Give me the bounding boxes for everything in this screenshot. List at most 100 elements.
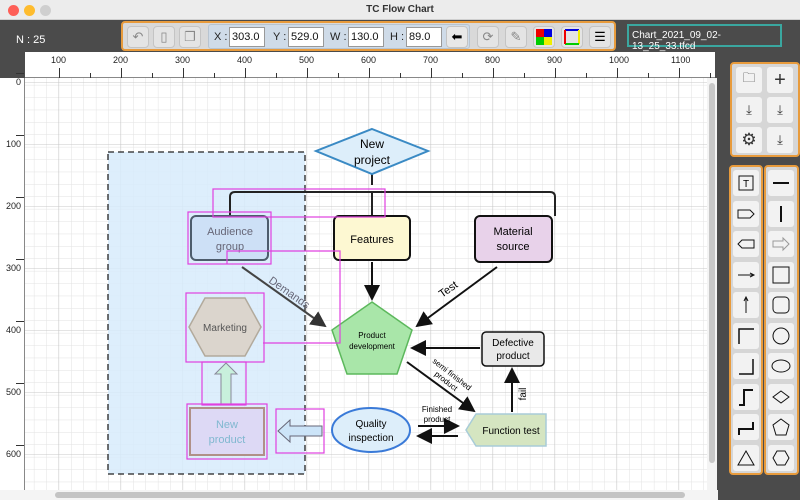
left-arrow-shape[interactable]	[277, 418, 323, 444]
audience-group-node[interactable]: Audience group	[190, 215, 269, 261]
ruler-tick	[617, 68, 618, 78]
hexagon-tool[interactable]	[768, 444, 794, 471]
y-input[interactable]: 529.0	[288, 27, 324, 47]
vertical-line-icon	[780, 205, 782, 222]
ruler-tick	[586, 73, 587, 78]
geometry-fields: X : 303.0 Y : 529.0 W : 130.0 H : 89.0 ⬅	[208, 24, 470, 49]
edit-button[interactable]: ✎	[505, 26, 527, 48]
menu-icon: ☰	[594, 29, 606, 44]
close-window-button[interactable]	[8, 5, 19, 16]
vertical-scrollbar[interactable]	[707, 78, 717, 490]
export-document-button[interactable]: ⤓	[736, 97, 762, 123]
gear-icon: ⚙	[741, 130, 757, 149]
s-curve-tool[interactable]	[733, 383, 759, 410]
tag-right-icon	[737, 209, 755, 218]
ruler-tick	[16, 321, 24, 322]
selection-outlines	[185, 188, 386, 460]
x-input[interactable]: 303.0	[229, 27, 265, 47]
pentagon-tool[interactable]	[768, 414, 794, 440]
ruler-label: 600	[5, 449, 21, 459]
apply-button[interactable]: ⬅	[446, 26, 468, 48]
arrow-right-tool[interactable]	[733, 261, 759, 288]
undo-button[interactable]: ↶	[127, 26, 149, 48]
ellipse-tool[interactable]	[768, 353, 794, 379]
menu-button[interactable]: ☰	[589, 26, 611, 48]
arrow-material-to-development[interactable]	[415, 266, 498, 328]
ruler-tick	[369, 68, 370, 78]
y-label: Y :	[273, 31, 287, 43]
quality-inspection-node[interactable]: Quality inspection	[331, 407, 411, 453]
block-arrow-tool[interactable]	[768, 231, 794, 257]
triangle-tool[interactable]	[733, 444, 759, 471]
connector-lines[interactable]	[229, 174, 556, 216]
product-development-node[interactable]: Product development	[331, 301, 413, 375]
material-source-node[interactable]: Material source	[474, 215, 553, 263]
h-input[interactable]: 89.0	[406, 27, 442, 47]
window-title: TC Flow Chart	[366, 4, 434, 15]
horizontal-line-icon	[773, 182, 789, 184]
chart-canvas[interactable]: New project Audience group Features Mate…	[25, 78, 715, 490]
rounded-rectangle-tool[interactable]	[768, 292, 794, 318]
elbow-up-tool[interactable]	[733, 353, 759, 379]
z-curve-icon	[738, 422, 754, 435]
arrow-up-tool[interactable]	[733, 292, 759, 318]
marketing-node[interactable]: Marketing	[188, 297, 262, 357]
tag-left-tool[interactable]	[733, 231, 759, 257]
ruler-tick	[16, 197, 24, 198]
z-curve-tool[interactable]	[733, 414, 759, 440]
vertical-scroll-thumb[interactable]	[709, 83, 715, 463]
text-box-tool[interactable]: T	[733, 170, 759, 196]
defective-label-2: product	[496, 351, 530, 362]
ruler-tick	[214, 73, 215, 78]
function-test-node[interactable]: Function test	[465, 413, 547, 447]
border-color-button[interactable]	[561, 26, 583, 48]
delete-button[interactable]: ▯	[153, 26, 175, 48]
up-arrow-shape[interactable]	[213, 362, 239, 405]
diamond-tool[interactable]	[768, 383, 794, 410]
ruler-label: 400	[5, 325, 21, 335]
defective-product-node[interactable]: Defective product	[481, 331, 545, 367]
horizontal-line-tool[interactable]	[768, 170, 794, 196]
vertical-line-tool[interactable]	[768, 200, 794, 227]
toolbar: ↶ ▯ ❐ X : 303.0 Y : 529.0 W : 130.0 H : …	[121, 21, 616, 51]
ruler-label: 200	[5, 201, 21, 211]
horizontal-scroll-thumb[interactable]	[55, 492, 685, 498]
copy-button[interactable]: ❐	[179, 26, 201, 48]
refresh-button[interactable]: ⟳	[477, 26, 499, 48]
ruler-tick	[16, 135, 24, 136]
new-product-node[interactable]: New product	[189, 407, 265, 456]
ruler-label: 600	[361, 55, 377, 65]
ruler-label: 100	[5, 139, 21, 149]
ruler-tick	[276, 73, 277, 78]
rectangle-tool[interactable]	[768, 261, 794, 288]
file-panel: 🗀 + ⤓ ⤓ ⚙ ⤓	[730, 62, 800, 157]
fill-color-button[interactable]	[533, 26, 555, 48]
ruler-tick	[183, 68, 184, 78]
ruler-tick	[90, 73, 91, 78]
features-node[interactable]: Features	[333, 215, 411, 261]
open-file-button[interactable]: 🗀	[736, 67, 762, 93]
zoom-window-button[interactable]	[40, 5, 51, 16]
arrow-up-icon	[743, 295, 749, 313]
export-copy-button[interactable]: ⤓	[767, 127, 793, 153]
arrow-development-to-function[interactable]	[406, 361, 476, 413]
elbow-down-tool[interactable]	[733, 322, 759, 349]
w-input[interactable]: 130.0	[348, 27, 384, 47]
export-image-button[interactable]: ⤓	[767, 97, 793, 123]
new-project-node[interactable]: New project	[313, 127, 431, 176]
ruler-label: 200	[113, 55, 129, 65]
copy-icon: ❐	[184, 29, 196, 44]
h-label: H :	[390, 31, 405, 43]
tag-right-tool[interactable]	[733, 200, 759, 227]
ruler-tick	[431, 68, 432, 78]
hexagon-icon	[772, 450, 790, 465]
new-chart-button[interactable]: +	[767, 67, 793, 93]
circle-tool[interactable]	[768, 322, 794, 349]
ruler-tick	[245, 68, 246, 78]
refresh-icon: ⟳	[482, 29, 494, 44]
settings-button[interactable]: ⚙	[736, 127, 762, 153]
minimize-window-button[interactable]	[24, 5, 35, 16]
arrow-audience-to-development[interactable]	[241, 266, 327, 328]
edit-icon: ✎	[510, 29, 522, 44]
horizontal-scrollbar[interactable]	[0, 490, 718, 500]
